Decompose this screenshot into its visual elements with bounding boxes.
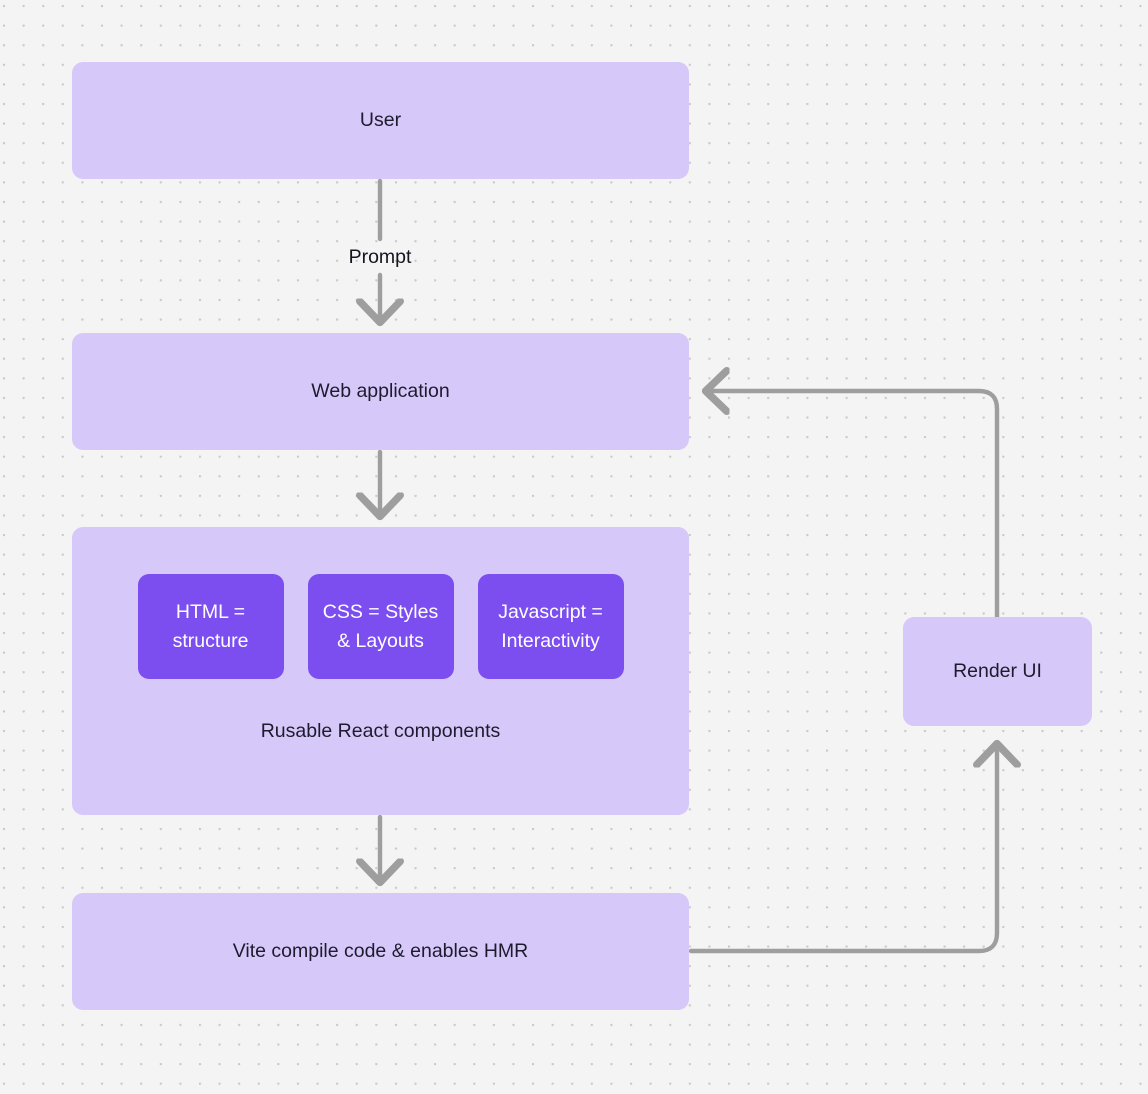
node-vite[interactable]: Vite compile code & enables HMR	[72, 893, 689, 1010]
sub-node-html[interactable]: HTML = structure	[137, 574, 284, 679]
node-user[interactable]: User	[72, 62, 689, 179]
sub-node-html-label: HTML = structure	[172, 601, 249, 652]
sub-node-row: HTML = structure CSS = Styles & Layouts …	[72, 574, 689, 679]
node-web-application[interactable]: Web application	[72, 333, 689, 450]
node-components-group-label: Rusable React components	[260, 720, 501, 742]
sub-node-javascript-label: Javascript = Interactivity	[498, 601, 603, 652]
sub-node-css-label: CSS = Styles & Layouts	[322, 601, 439, 652]
node-render-ui[interactable]: Render UI	[903, 617, 1092, 726]
edge-render-ui-to-web-application	[710, 391, 1000, 620]
edge-vite-to-render-ui	[688, 748, 997, 954]
node-render-ui-label: Render UI	[953, 660, 1042, 683]
edge-label-prompt: Prompt	[348, 246, 412, 268]
node-vite-label: Vite compile code & enables HMR	[232, 940, 529, 963]
node-web-application-label: Web application	[311, 380, 450, 403]
sub-node-css[interactable]: CSS = Styles & Layouts	[307, 574, 454, 679]
node-user-label: User	[359, 109, 402, 132]
sub-node-javascript[interactable]: Javascript = Interactivity	[477, 574, 624, 679]
node-components-group[interactable]: HTML = structure CSS = Styles & Layouts …	[72, 527, 689, 815]
